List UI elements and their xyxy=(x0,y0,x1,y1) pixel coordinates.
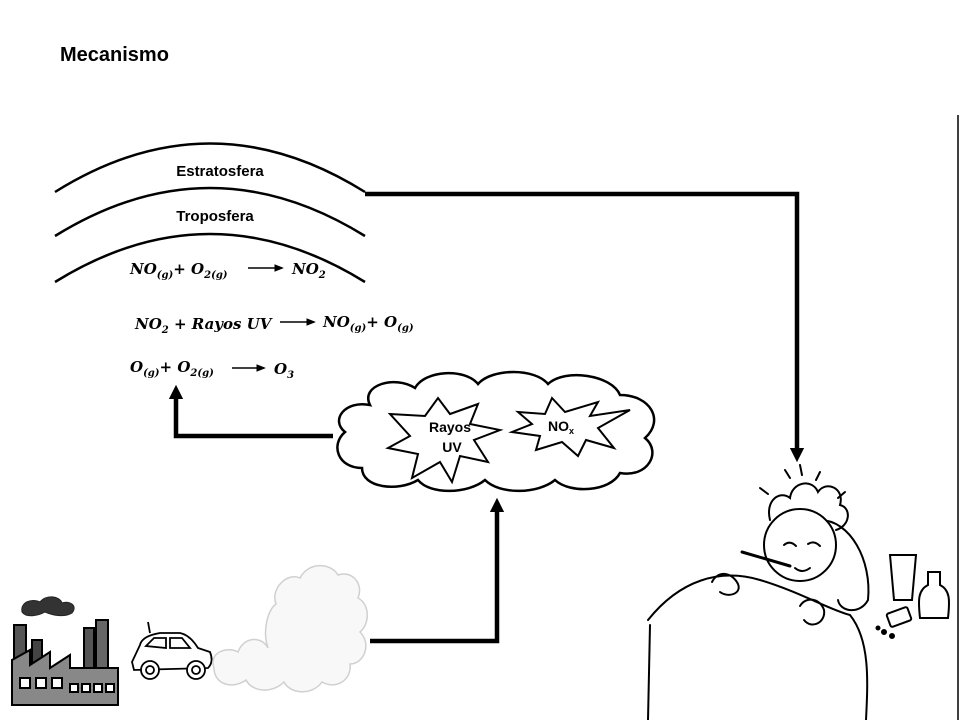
arrow-atmosphere-to-person xyxy=(365,191,805,463)
reaction-2: NO2 + Rayos UV NO(g)+ O(g) xyxy=(134,313,414,336)
svg-text:NO(g)+ O(g): NO(g)+ O(g) xyxy=(322,313,414,334)
page-title: Mecanismo xyxy=(60,44,169,66)
glass xyxy=(888,554,918,601)
car-illustration xyxy=(131,621,213,680)
uv-label-line1: Rayos xyxy=(429,419,471,435)
pollution-cloud: Rayos UV NOx xyxy=(336,370,656,493)
troposphere-label: Troposfera xyxy=(176,208,254,225)
thermometer xyxy=(740,550,792,568)
uv-starburst xyxy=(385,396,504,485)
svg-text:O3: O3 xyxy=(274,360,294,381)
lower-arc xyxy=(54,232,366,284)
svg-text:O(g)+ O2(g): O(g)+ O2(g) xyxy=(130,358,214,379)
nox-label: NOx xyxy=(548,418,574,436)
svg-text:NO2 + Rayos UV: NO2 + Rayos UV xyxy=(134,315,273,336)
nox-starburst xyxy=(508,396,631,458)
bed-blanket xyxy=(647,574,869,720)
pill-box xyxy=(885,606,913,628)
mouth xyxy=(794,567,811,572)
atmosphere-layers xyxy=(54,142,366,284)
svg-text:NO(g)+ O2(g): NO(g)+ O2(g) xyxy=(129,260,228,281)
bottle xyxy=(918,571,950,619)
arrow-cloud-to-reaction xyxy=(168,384,333,439)
reaction-1: NO(g)+ O2(g) NO2 xyxy=(129,260,326,281)
sick-person-illustration xyxy=(647,464,950,720)
stratosphere-label: Estratosfera xyxy=(176,163,264,180)
troposphere-arc xyxy=(54,186,366,238)
eyes xyxy=(783,541,821,547)
arrow-smoke-to-cloud xyxy=(370,497,505,644)
exhaust-smoke xyxy=(212,564,368,693)
reaction-3: O(g)+ O2(g) O3 xyxy=(130,358,294,381)
factory-illustration xyxy=(11,596,119,706)
svg-text:NO2: NO2 xyxy=(291,260,326,281)
uv-label-line2: UV xyxy=(442,439,462,455)
factory-smoke xyxy=(21,596,75,617)
stratosphere-arc xyxy=(54,142,366,194)
left-hand xyxy=(711,573,740,596)
hair xyxy=(768,482,849,531)
right-hand xyxy=(799,598,826,626)
